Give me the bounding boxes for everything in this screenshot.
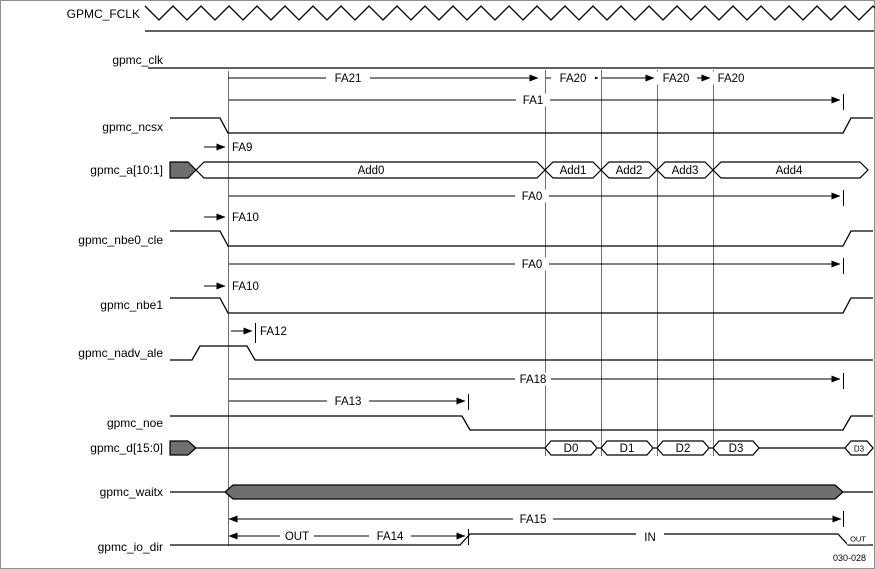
fa20-label-bg-2	[655, 71, 697, 85]
io-dir-value-out-2: OUT	[850, 535, 866, 544]
addr-bus-add4	[712, 161, 869, 179]
signal-label-gpmc-noe: gpmc_noe	[107, 416, 163, 430]
addr-value-add4: Add4	[776, 165, 803, 177]
signal-label-gpmc-a: gpmc_a[10:1]	[90, 163, 163, 177]
timing-label-fa10-1: FA10	[232, 212, 259, 224]
timing-label-fa10-2: FA10	[232, 281, 259, 293]
timing-label-fa0-2: FA0	[522, 259, 542, 271]
fa21-label-bg	[326, 71, 370, 85]
addr-value-add0: Add0	[358, 165, 385, 177]
io-dir-out-label-bg	[280, 529, 314, 543]
addr-value-add2: Add2	[616, 165, 643, 177]
fa13-label-bg	[327, 394, 369, 408]
timing-label-fa0-1: FA0	[522, 191, 542, 203]
io-dir-value-in: IN	[644, 532, 656, 544]
io-dir-out2-label-bg	[847, 533, 869, 545]
fa0-label-bg-1	[515, 189, 549, 203]
gpmc-waitx-dontcare-bar	[224, 484, 844, 500]
io-dir-value-out: OUT	[285, 531, 309, 543]
signal-label-gpmc-fclk: GPMC_FCLK	[67, 7, 140, 21]
addr-value-add1: Add1	[560, 165, 587, 177]
timing-label-fa9: FA9	[232, 142, 252, 154]
fa1-label-bg	[516, 93, 550, 107]
gpmc-nbe0-cle-waveform	[170, 230, 873, 247]
io-dir-in-label-bg	[636, 531, 664, 544]
gpmc-noe-waveform	[170, 415, 873, 431]
data-value-d2: D2	[676, 443, 691, 455]
signal-label-gpmc-ncsx: gpmc_ncsx	[102, 120, 163, 134]
data-bus-d3-latched	[844, 440, 874, 456]
fa14-label-bg	[369, 529, 411, 543]
data-value-d3: D3	[729, 443, 744, 455]
gpmc-fclk-waveform	[144, 5, 875, 21]
figure-code: 030-028	[833, 553, 866, 563]
data-bus-unknown-block	[169, 440, 197, 456]
data-value-d0: D0	[564, 443, 579, 455]
gpmc-nadv-ale-waveform	[170, 345, 873, 361]
timing-label-fa18: FA18	[520, 374, 547, 386]
timing-label-fa15: FA15	[520, 514, 547, 526]
timing-label-fa21: FA21	[335, 73, 362, 85]
addr-bus-unknown-block	[169, 161, 197, 179]
signal-label-gpmc-d: gpmc_d[15:0]	[90, 441, 163, 455]
timing-label-fa14: FA14	[377, 531, 404, 543]
timing-label-fa13: FA13	[335, 396, 362, 408]
gpmc-ncsx-waveform	[170, 117, 873, 134]
timing-label-fa12: FA12	[260, 326, 287, 338]
addr-value-add3: Add3	[672, 165, 699, 177]
signal-label-gpmc-nadv-ale: gpmc_nadv_ale	[78, 346, 163, 360]
data-value-d3-latched: D3	[854, 445, 865, 454]
signal-label-gpmc-clk: gpmc_clk	[112, 53, 164, 67]
fa20-label-bg-3	[710, 71, 752, 85]
fa20-label-bg-1	[551, 71, 595, 85]
signal-label-gpmc-nbe1: gpmc_nbe1	[100, 298, 163, 312]
signal-label-gpmc-waitx: gpmc_waitx	[100, 485, 163, 499]
signal-label-gpmc-io-dir: gpmc_io_dir	[98, 540, 163, 554]
data-value-d1: D1	[620, 443, 635, 455]
timing-label-fa20-2: FA20	[663, 73, 690, 85]
fa18-label-bg	[515, 372, 551, 386]
timing-label-fa20-3: FA20	[718, 73, 745, 85]
timing-label-fa20-1: FA20	[560, 73, 587, 85]
fa0-label-bg-2	[515, 257, 549, 271]
gpmc-nbe1-waveform	[170, 297, 873, 314]
fa15-label-bg	[513, 512, 553, 526]
timing-label-fa1: FA1	[523, 95, 543, 107]
signal-label-gpmc-nbe0-cle: gpmc_nbe0_cle	[78, 233, 163, 247]
